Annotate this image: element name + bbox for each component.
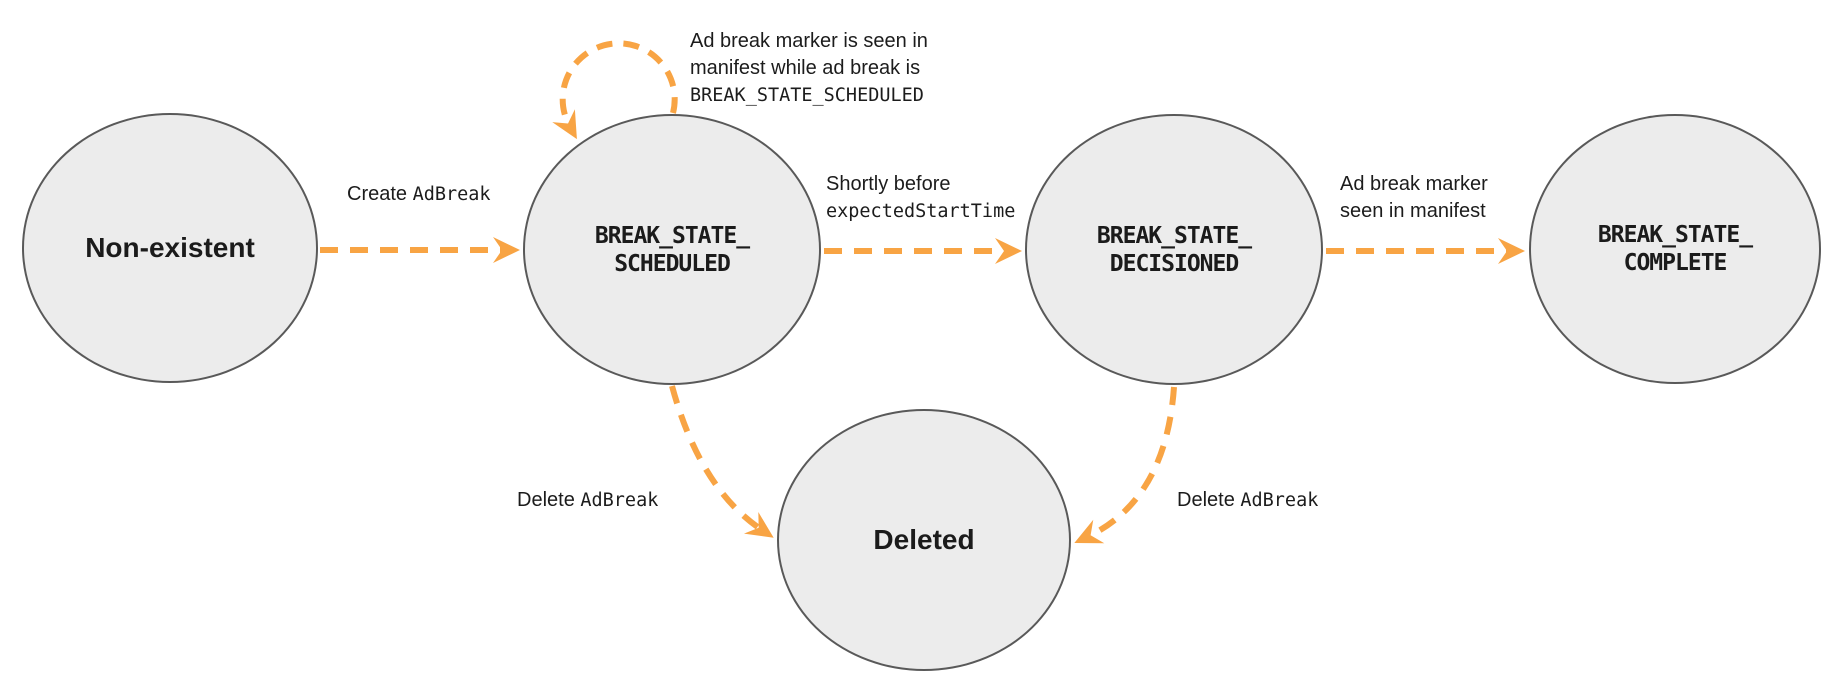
state-break-state-scheduled: BREAK_STATE_ SCHEDULED [523,114,821,385]
state-complete-label-line2: COMPLETE [1623,250,1728,276]
state-deleted: Deleted [777,409,1071,671]
edge-delete-right-label-code: AdBreak [1240,490,1319,511]
edge-self-loop-label: Ad break marker is seen in manifest whil… [690,28,928,109]
edge-marker-seen-label-line2: seen in manifest [1340,200,1486,222]
state-decisioned-label-line1: BREAK_STATE_ [1096,222,1252,249]
edge-delete-left-label-code: AdBreak [580,490,659,511]
state-complete-label-line1: BREAK_STATE_ [1597,222,1753,248]
edge-create-label-text: Create [347,183,413,205]
edge-self-loop-label-line3: BREAK_STATE_SCHEDULED [690,85,924,106]
state-nonexistent-label: Non-existent [85,232,255,263]
edge-self-loop-label-line1: Ad break marker is seen in [690,30,928,52]
edge-create-label: Create AdBreak [347,181,491,208]
edge-self-loop-label-line2: manifest while ad break is [690,57,921,79]
edge-delete-left-label-text: Delete [517,489,581,511]
edge-delete-right-arrow [1074,386,1177,544]
edge-delete-right-label: Delete AdBreak [1177,487,1318,514]
edge-create-label-code: AdBreak [412,184,491,205]
state-break-state-complete: BREAK_STATE_ COMPLETE [1529,114,1821,384]
edge-marker-seen-label: Ad break marker seen in manifest [1340,171,1488,225]
state-scheduled-label-line2: SCHEDULED [614,250,731,277]
edge-marker-seen-label-line1: Ad break marker [1340,173,1488,195]
state-break-state-decisioned: BREAK_STATE_ DECISIONED [1025,114,1323,385]
edge-delete-left-label: Delete AdBreak [517,487,658,514]
edge-shortly-before-label-line1: Shortly before [826,173,951,195]
edge-self-loop-arrow [552,40,678,140]
state-decisioned-label-line2: DECISIONED [1109,250,1239,277]
state-deleted-label: Deleted [873,524,975,555]
state-nonexistent: Non-existent [22,113,318,383]
edge-shortly-before-label: Shortly before expectedStartTime [826,171,1015,225]
edge-shortly-before-label-line2: expectedStartTime [826,201,1016,222]
state-scheduled-label-line1: BREAK_STATE_ [594,222,750,249]
edge-delete-right-label-text: Delete [1177,489,1241,511]
edge-delete-left-arrow [669,385,774,538]
